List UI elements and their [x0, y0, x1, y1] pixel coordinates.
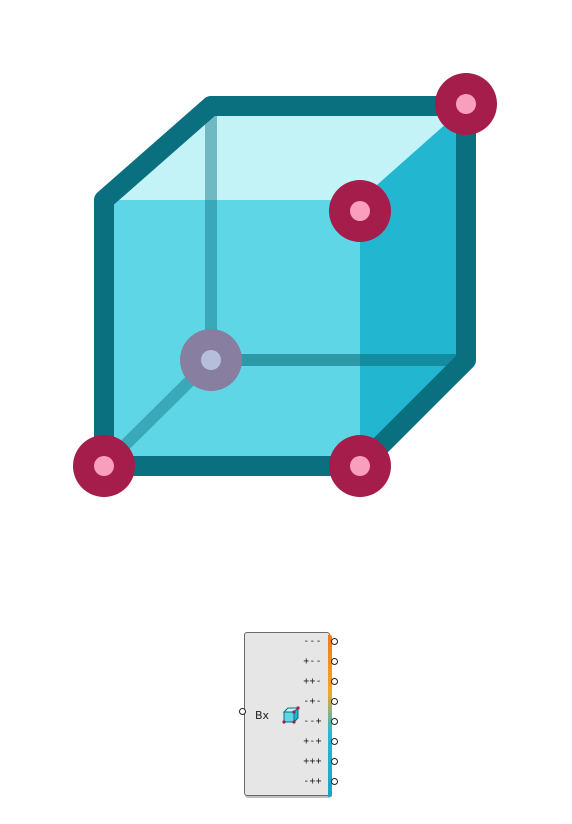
corner-point-top-right-back — [435, 73, 497, 135]
output-grip[interactable] — [331, 778, 338, 785]
output-label: -+- — [303, 696, 322, 707]
corner-point-hidden — [180, 329, 242, 391]
output-grip[interactable] — [331, 718, 338, 725]
output-row[interactable]: -+- — [298, 694, 338, 714]
output-label: --- — [303, 636, 322, 647]
output-grip[interactable] — [331, 678, 338, 685]
input-grip[interactable] — [239, 708, 246, 715]
output-label: --+ — [303, 716, 322, 727]
output-list: --- +-- ++- -+- --+ +-+ +++ -++ — [298, 634, 338, 794]
output-grip[interactable] — [331, 758, 338, 765]
output-color-strip — [328, 635, 332, 797]
output-row[interactable]: -++ — [298, 774, 338, 794]
input-label: Bx — [255, 709, 270, 722]
output-label: +-- — [303, 656, 322, 667]
box-corners-component[interactable]: Bx --- +-- ++- -+- - — [239, 630, 340, 798]
output-row[interactable]: +-- — [298, 654, 338, 674]
corner-point-bottom-right — [329, 435, 391, 497]
output-row[interactable]: --+ — [298, 714, 338, 734]
output-grip[interactable] — [331, 738, 338, 745]
output-grip[interactable] — [331, 658, 338, 665]
front-face — [104, 200, 360, 466]
output-label: +++ — [303, 756, 322, 767]
output-label: ++- — [303, 676, 322, 687]
output-label: -++ — [303, 776, 322, 787]
output-row[interactable]: +-+ — [298, 734, 338, 754]
corner-point-top-right-front — [329, 180, 391, 242]
component-body[interactable]: Bx — [244, 632, 332, 797]
box-illustration — [73, 73, 497, 497]
box-icon — [282, 706, 300, 724]
corner-point-bottom-left — [73, 435, 135, 497]
output-row[interactable]: --- — [298, 634, 338, 654]
output-label: +-+ — [303, 736, 322, 747]
output-row[interactable]: +++ — [298, 754, 338, 774]
output-row[interactable]: ++- — [298, 674, 338, 694]
output-grip[interactable] — [331, 698, 338, 705]
output-grip[interactable] — [331, 638, 338, 645]
